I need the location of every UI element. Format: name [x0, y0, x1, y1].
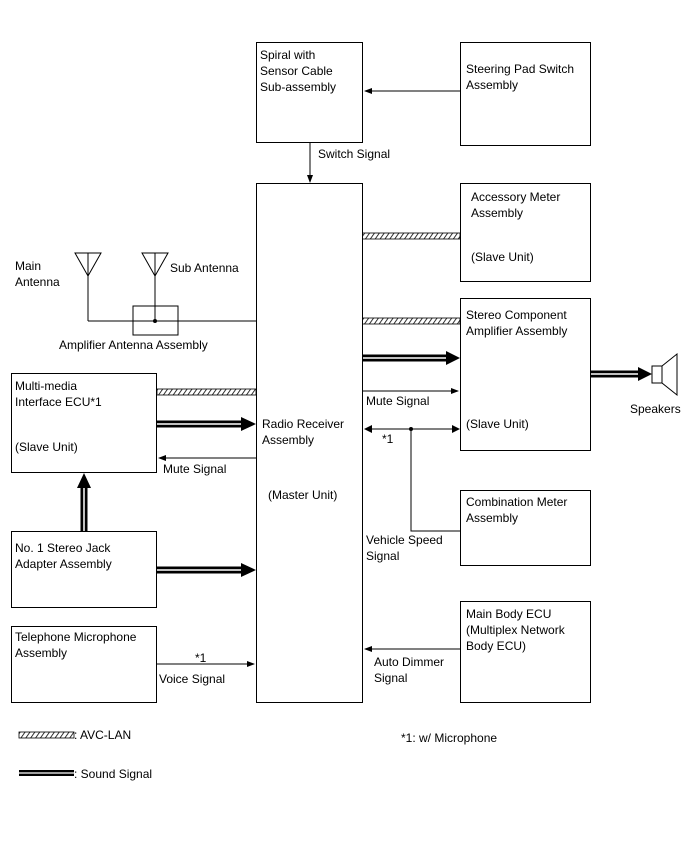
combination-meter-box [460, 490, 591, 566]
note-star-right: *1 [382, 432, 394, 446]
radio-receiver-box [256, 183, 363, 703]
steering-pad-switch-label: Steering Pad Switch Assembly [466, 62, 575, 92]
voice-signal-label: Voice Signal [159, 672, 226, 686]
accessory-meter-box [460, 183, 591, 282]
vehicle-speed-label: Vehicle Speed Signal [366, 533, 443, 563]
auto-dimmer-label: Auto Dimmer Signal [374, 655, 445, 685]
radio-receiver-unit: (Master Unit) [268, 488, 338, 502]
sound-signal-amp-to-speaker [591, 367, 652, 381]
radio-receiver-label: Radio Receiver Assembly [262, 417, 345, 447]
legend-footnote: *1: w/ Microphone [401, 731, 498, 745]
sound-signal-jack-to-multimedia [77, 473, 91, 531]
main-antenna-label: Main Antenna [15, 259, 60, 289]
multimedia-ecu-box [11, 373, 157, 473]
accessory-meter-unit: (Slave Unit) [471, 250, 534, 264]
spiral-cable-box [256, 42, 363, 143]
vehicle-speed-signal-line [364, 425, 460, 532]
stereo-amp-box [460, 298, 591, 451]
spiral-cable-label: Spiral with Sensor Cable Sub-assembly [260, 48, 337, 94]
legend-sound-signal-label: : Sound Signal [74, 767, 153, 781]
sound-signal-jack-to-radio [157, 563, 256, 577]
avc-lan-link-stereo-amp [361, 317, 461, 325]
accessory-meter-label: Accessory Meter Assembly [471, 190, 561, 220]
avc-lan-link-accessory-meter [361, 232, 461, 240]
telephone-mic-label: Telephone Microphone Assembly [15, 630, 137, 660]
sound-signal-radio-to-amp [362, 351, 460, 365]
switch-signal-label: Switch Signal [318, 147, 391, 161]
sub-antenna-symbol [141, 252, 169, 321]
speakers-label: Speakers [630, 402, 681, 416]
legend-avc-lan-label: : AVC-LAN [74, 728, 132, 742]
note-star-voice: *1 [195, 651, 207, 665]
avc-lan-link-multimedia [156, 388, 257, 396]
mute-signal-right-label: Mute Signal [366, 394, 430, 408]
steering-pad-switch-box [460, 42, 591, 146]
main-body-ecu-label: Main Body ECU (Multiplex Network Body EC… [466, 607, 565, 653]
sound-signal-multimedia-to-radio [157, 417, 256, 431]
combination-meter-label: Combination Meter Assembly [466, 495, 568, 525]
stereo-jack-box [11, 531, 157, 608]
sub-antenna-label: Sub Antenna [170, 261, 239, 275]
antenna-junction-dot [153, 319, 157, 323]
mute-signal-left-label: Mute Signal [163, 462, 227, 476]
amplifier-antenna-label: Amplifier Antenna Assembly [59, 338, 208, 352]
stereo-jack-label: No. 1 Stereo Jack Adapter Assembly [15, 541, 112, 571]
main-antenna-symbol [74, 252, 102, 321]
speaker-icon [651, 352, 678, 397]
telephone-mic-box [11, 626, 157, 703]
multimedia-ecu-label: Multi-media Interface ECU*1 [15, 379, 102, 409]
main-body-ecu-box [460, 601, 591, 703]
legend-avc-lan-swatch [18, 731, 75, 739]
multimedia-ecu-unit: (Slave Unit) [15, 440, 78, 454]
stereo-amp-unit: (Slave Unit) [466, 417, 529, 431]
stereo-amp-label: Stereo Component Amplifier Assembly [466, 308, 568, 338]
